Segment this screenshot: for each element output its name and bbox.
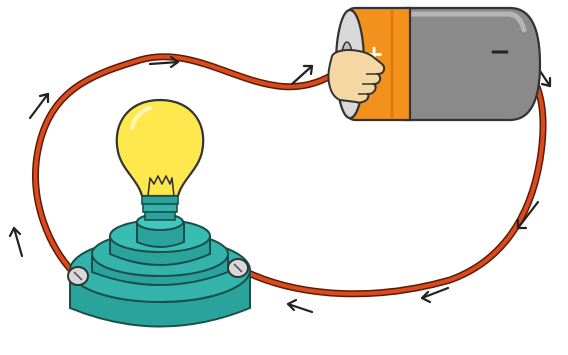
arrow-icon (28, 92, 50, 120)
arrow-icon (8, 226, 24, 258)
terminal-screw-left (67, 266, 89, 286)
terminal-screw-right (227, 258, 249, 278)
wire (32, 53, 547, 298)
arrow-icon (516, 200, 540, 230)
bulb-stand (69, 213, 251, 328)
arrow-icon (290, 64, 314, 86)
arrow-icon (148, 55, 180, 69)
current-arrows (8, 55, 552, 314)
hand-icon (327, 49, 386, 104)
light-bulb-icon (115, 98, 205, 221)
arrow-icon (420, 286, 450, 304)
arrow-icon (286, 298, 314, 314)
negative-terminal-sign: − (489, 37, 511, 67)
